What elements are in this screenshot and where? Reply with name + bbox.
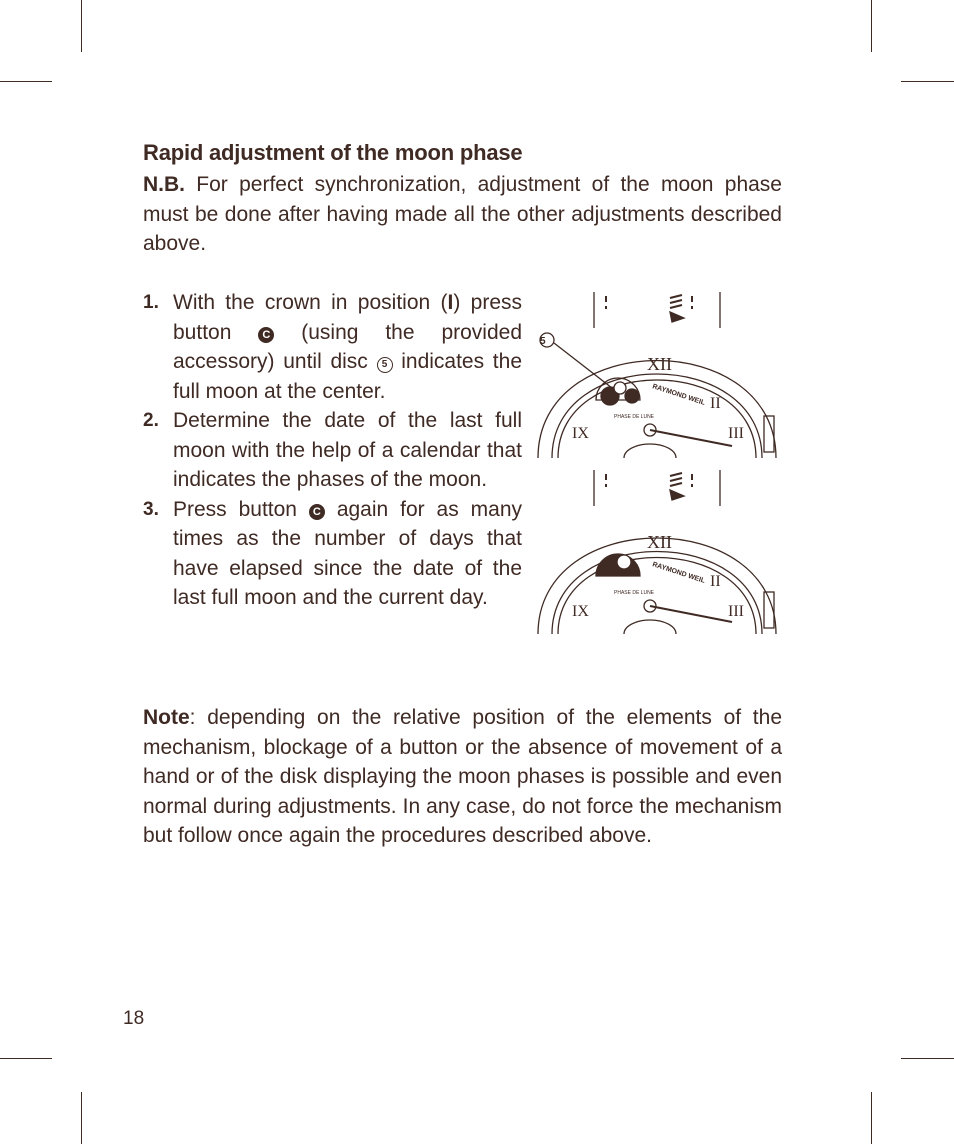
svg-text:IX: IX xyxy=(572,603,589,620)
step-number: 2. xyxy=(143,410,159,431)
crop-mark xyxy=(871,0,872,52)
nb-paragraph: N.B. For perfect synchronization, adjust… xyxy=(143,170,782,259)
svg-text:XII: XII xyxy=(647,532,672,552)
moon-label: PHASE DE LUNE xyxy=(614,590,655,596)
disc-marker: 5 xyxy=(540,336,546,347)
crop-mark xyxy=(81,1092,82,1144)
crop-mark xyxy=(0,1058,52,1059)
crop-mark xyxy=(81,0,82,52)
crop-mark xyxy=(901,1058,954,1059)
crop-mark xyxy=(0,81,52,82)
brand-logo: RAYMOND WEIL xyxy=(651,561,706,585)
note-text: : depending on the relative position of … xyxy=(143,706,782,847)
crop-mark xyxy=(871,1092,872,1144)
list-item: 2. Determine the date of the last full m… xyxy=(143,406,522,495)
svg-text:XII: XII xyxy=(647,354,672,374)
step-number: 1. xyxy=(143,292,159,313)
list-item: 1. With the crown in position (I) press … xyxy=(143,288,522,406)
moon-label: PHASE DE LUNE xyxy=(614,414,655,420)
svg-text:IX: IX xyxy=(572,425,589,442)
svg-text:II: II xyxy=(710,573,721,590)
section-title: Rapid adjustment of the moon phase xyxy=(143,140,523,165)
watch-illustration-full-moon: XII II III IX 5 RAYMOND WEIL PHASE DE LU… xyxy=(537,292,777,459)
list-item: 3. Press button C again for as many time… xyxy=(143,495,522,613)
svg-text:II: II xyxy=(710,395,721,412)
step-number: 3. xyxy=(143,498,159,520)
steps-list: 1. With the crown in position (I) press … xyxy=(143,288,522,613)
nb-text: For perfect synchronization, adjustment … xyxy=(143,173,782,255)
nb-label: N.B. xyxy=(143,173,185,196)
note-label: Note xyxy=(143,706,190,729)
button-c-icon: C xyxy=(258,326,275,343)
crown-position: I xyxy=(447,291,454,314)
button-c-icon: C xyxy=(308,503,325,520)
page-number: 18 xyxy=(123,1008,145,1029)
svg-text:III: III xyxy=(728,603,744,620)
svg-text:III: III xyxy=(728,425,744,442)
disc-5-icon: 5 xyxy=(376,357,393,373)
note-paragraph: Note: depending on the relative position… xyxy=(143,703,782,851)
crop-mark xyxy=(901,81,954,82)
watch-illustration-moon-phase: XII II III IX RAYMOND WEIL PHASE DE LUNE xyxy=(537,470,777,635)
